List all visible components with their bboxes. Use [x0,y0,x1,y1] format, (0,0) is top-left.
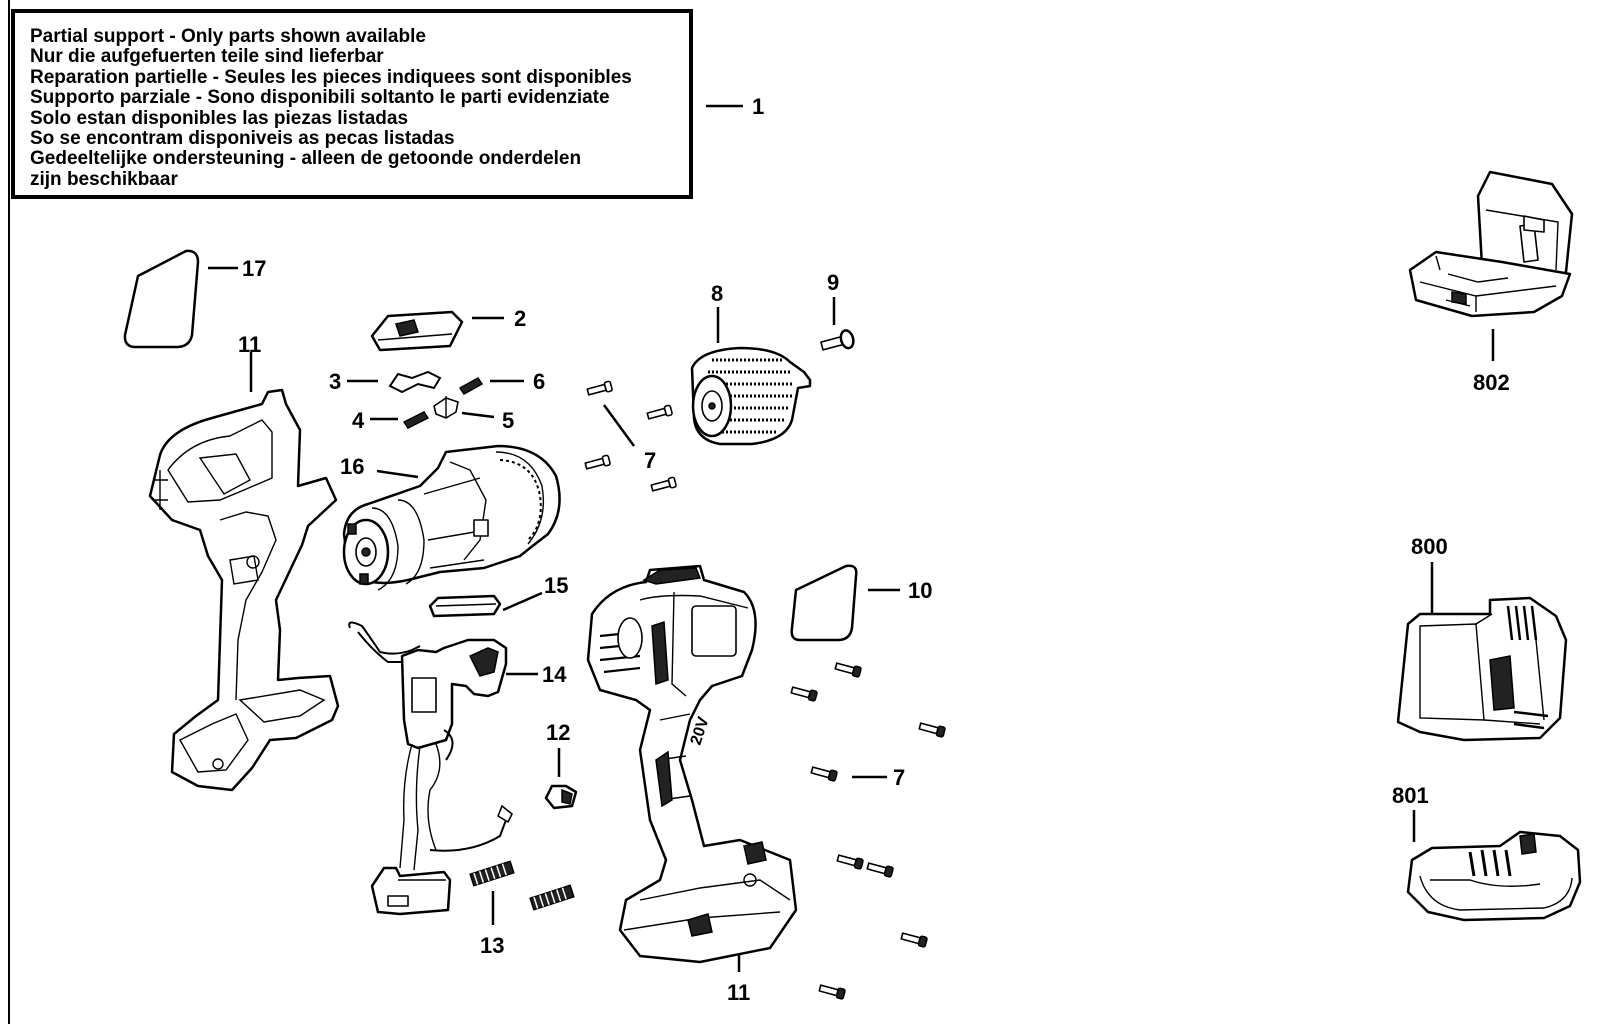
leader-7-top [602,404,636,447]
callout-numbers: 1 17 11 2 3 6 4 5 7 8 9 16 15 10 14 12 7… [238,94,1510,1005]
callout-11-top: 11 [238,332,261,357]
callout-7-top: 7 [644,448,656,473]
part-801-battery-pack [1406,830,1582,922]
callout-8: 8 [711,281,723,306]
notice-line-es: Solo estan disponibles las piezas listad… [30,107,409,129]
part-7-screws-top [584,380,677,492]
callout-14: 14 [542,662,567,687]
part-7-screws-right [790,662,946,1000]
part-4-spring [402,411,430,429]
callout-5: 5 [502,408,514,433]
notice-line-nl: Gedeeltelijke ondersteuning - alleen de … [30,148,582,170]
callout-9: 9 [827,270,839,295]
leader-15 [502,591,543,612]
part-11-housing-right: 20V [586,564,798,964]
part-802-carry-case [1408,170,1574,318]
leader-16 [376,469,419,479]
callout-12: 12 [546,720,570,745]
callout-10: 10 [908,578,932,603]
callout-4: 4 [352,408,365,433]
notice-line-it: Supporto parziale - Sono disponibili sol… [30,87,610,109]
part-15-plate [428,594,502,618]
part-3-spring-clip [388,370,442,394]
notice-line-fr: Reparation partielle - Seules les pieces… [30,66,632,88]
leader-lines [208,104,1495,972]
callout-11-bottom: 11 [727,980,750,1005]
callout-801: 801 [1392,783,1429,808]
part-14-switch-assembly [348,621,513,916]
notice-line-de: Nur die aufgefuerten teile sind lieferba… [30,46,384,68]
callout-6: 6 [533,369,545,394]
part-2-switch-button [370,310,464,352]
part-13-springs [469,860,575,911]
callout-800: 800 [1411,534,1448,559]
notice-line-nl-cont: zijn beschikbaar [30,168,178,190]
part-800-battery-charger [1396,596,1568,742]
part-11-housing-left [148,388,340,792]
callout-15: 15 [544,573,568,598]
notice-line-en: Partial support - Only parts shown avail… [30,26,426,47]
part-9-chuck-screw [820,329,855,351]
part-5-actuator [433,396,459,419]
part-10-label-sticker [790,564,858,642]
callout-17: 17 [242,256,266,281]
partial-support-notice: Partial support - Only parts shown avail… [11,9,693,199]
callout-16: 16 [340,454,364,479]
callout-802: 802 [1473,370,1510,395]
page-left-border [8,0,10,1024]
leader-5 [461,411,495,419]
callout-1: 1 [752,94,764,119]
part-17-label-sticker [123,249,200,349]
callout-3: 3 [329,369,341,394]
part-6-spring [458,377,484,395]
part-12-clip [544,784,578,810]
notice-line-pt: So se encontram disponiveis as pecas lis… [30,128,455,150]
part-8-keyless-chuck [690,346,812,446]
callout-2: 2 [514,306,526,331]
callout-13: 13 [480,933,504,958]
callout-7-right: 7 [893,765,905,790]
part-16-motor-gearbox [342,444,561,591]
